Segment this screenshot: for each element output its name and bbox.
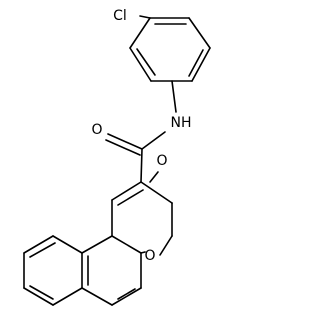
bond-inner xyxy=(136,48,156,76)
bond-c-cl xyxy=(139,15,151,19)
bond xyxy=(81,235,113,254)
bond-c-c3 xyxy=(140,148,143,183)
bond xyxy=(129,17,151,49)
bond xyxy=(81,287,113,306)
bond-inner xyxy=(117,189,144,206)
bond xyxy=(111,235,142,254)
bond-inner xyxy=(117,288,136,300)
nitrogen-label: NH xyxy=(171,115,192,131)
bond-c-o-amide-2 xyxy=(105,139,141,156)
bond xyxy=(111,181,142,201)
bond-inner xyxy=(188,49,204,77)
bond xyxy=(111,287,142,306)
bond-o-c2 xyxy=(159,235,173,256)
bond-inner xyxy=(29,285,54,300)
naphthalene-ring-left xyxy=(23,235,83,306)
pyranone-ring xyxy=(111,181,173,256)
bond xyxy=(191,47,211,82)
bond xyxy=(129,47,152,82)
naphthalene-ring-right xyxy=(81,235,142,306)
bond-c3 xyxy=(140,181,173,204)
bond xyxy=(52,235,83,254)
bond-c-o-amide xyxy=(107,133,143,150)
bond xyxy=(188,17,211,49)
structure-svg: Cl NH O O O xyxy=(23,8,211,306)
bond xyxy=(52,287,83,306)
bond-ring-n xyxy=(171,80,177,113)
molecule-diagram: Cl NH O O O xyxy=(23,8,211,306)
amide-oxygen-label: O xyxy=(91,122,102,138)
chlorine-label: Cl xyxy=(113,8,127,24)
bond-inner xyxy=(29,242,56,258)
ring-oxygen-label: O xyxy=(144,248,155,264)
bond-n-c xyxy=(141,131,166,150)
bond-c2-o xyxy=(149,171,159,183)
chlorophenyl-ring xyxy=(129,17,211,82)
bond xyxy=(23,287,54,306)
bond xyxy=(23,235,54,254)
carbonyl-oxygen-label: O xyxy=(156,153,167,169)
